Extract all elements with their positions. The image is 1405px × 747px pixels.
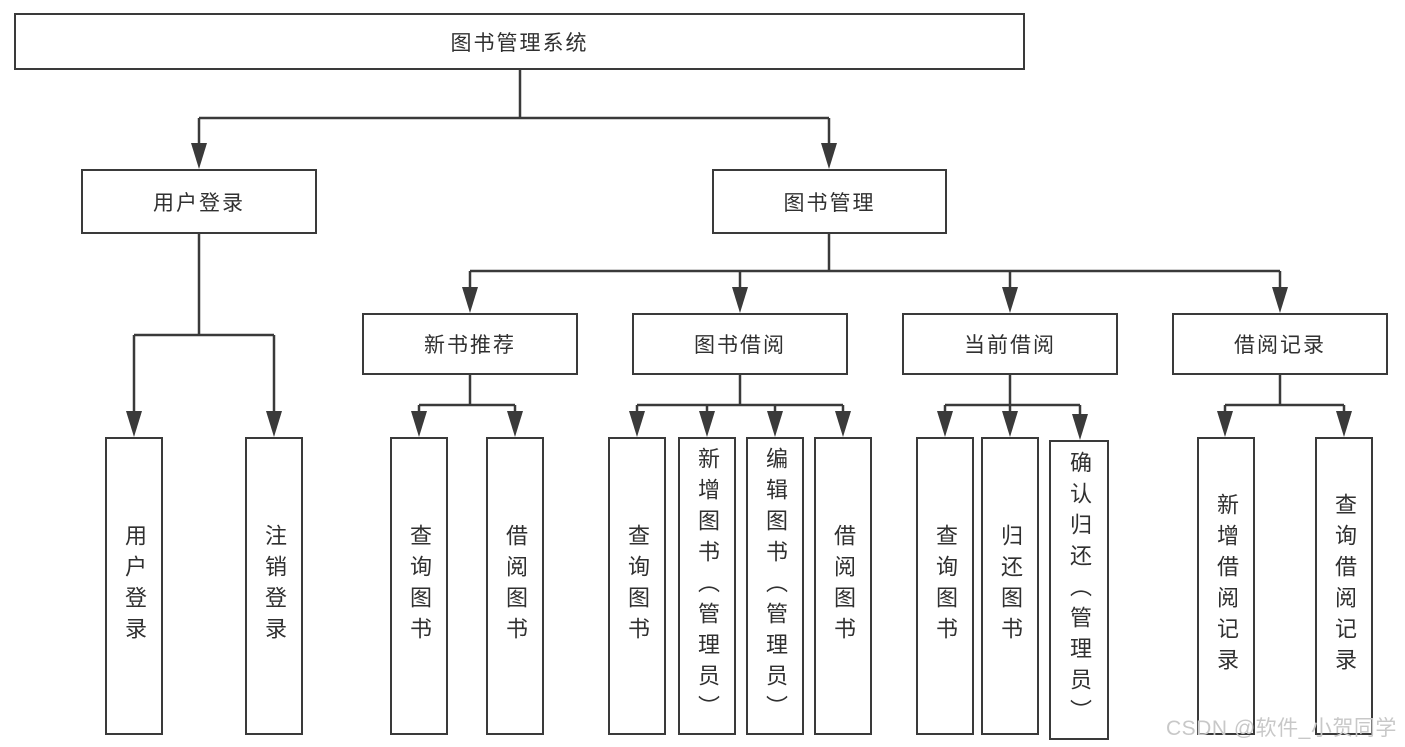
node-book-borrow: 图书借阅 xyxy=(632,313,848,375)
leaf-user-login: 用户登录 xyxy=(105,437,163,735)
node-new-book-recommend: 新书推荐 xyxy=(362,313,578,375)
leaf-borrow-books: 借阅图书 xyxy=(814,437,872,735)
node-borrow-records: 借阅记录 xyxy=(1172,313,1388,375)
leaf-query-borrow-record: 查询借阅记录 xyxy=(1315,437,1373,735)
connector-current-borrow-children xyxy=(937,375,1088,440)
connector-book-borrow-children xyxy=(629,375,851,437)
node-library-system: 图书管理系统 xyxy=(14,13,1025,70)
leaf-query-books-borrow: 查询图书 xyxy=(608,437,666,735)
leaf-confirm-return-admin: 确认归还（管理员） xyxy=(1049,440,1109,740)
node-book-management: 图书管理 xyxy=(712,169,947,234)
leaf-borrow-books-recommend: 借阅图书 xyxy=(486,437,544,735)
leaf-return-books: 归还图书 xyxy=(981,437,1039,735)
connector-borrow-records-children xyxy=(1217,375,1352,437)
leaf-add-borrow-record: 新增借阅记录 xyxy=(1197,437,1255,735)
csdn-watermark: CSDN @软件_小贺同学 xyxy=(1166,717,1397,740)
connector-user-login-children xyxy=(126,234,282,437)
node-user-login: 用户登录 xyxy=(81,169,317,234)
connector-book-management-children xyxy=(462,234,1288,313)
leaf-query-books-current: 查询图书 xyxy=(916,437,974,735)
node-current-borrow: 当前借阅 xyxy=(902,313,1118,375)
connector-new-book-recommend-children xyxy=(411,375,523,437)
leaf-edit-book-admin: 编辑图书（管理员） xyxy=(746,437,804,735)
connector-root-to-level2 xyxy=(191,70,837,169)
leaf-query-books-recommend: 查询图书 xyxy=(390,437,448,735)
leaf-logout-login: 注销登录 xyxy=(245,437,303,735)
leaf-add-book-admin: 新增图书（管理员） xyxy=(678,437,736,735)
